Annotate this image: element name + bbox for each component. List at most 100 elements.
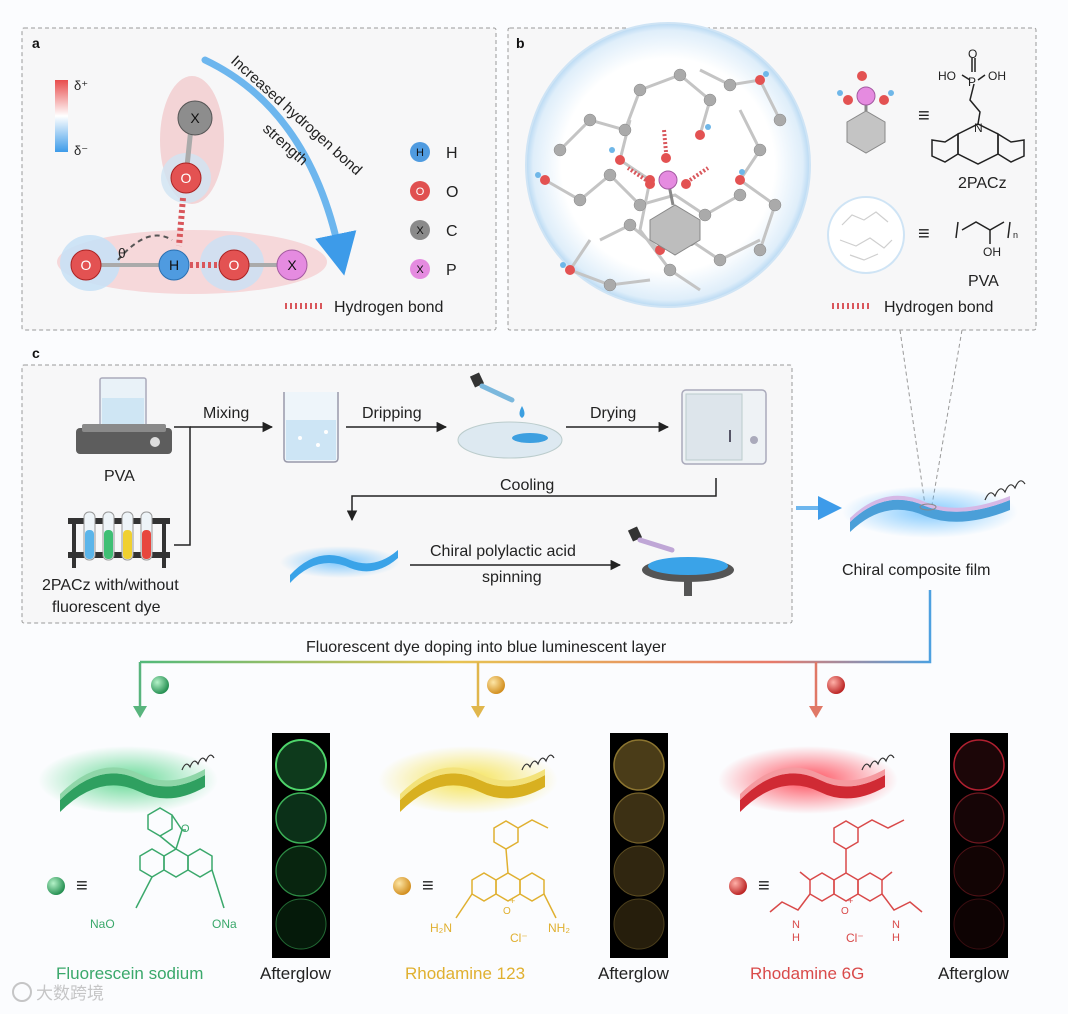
watermark: 大数跨境 [12,982,104,1003]
hotplate-with-beaker-icon [76,377,172,454]
spinning-label-1: Chiral polylactic acid [430,543,576,560]
panel-a: a δ⁺ δ⁻ Increased hydrogen bond strength… [21,27,497,331]
svg-text:X: X [416,225,424,237]
cooling-label: Cooling [500,477,554,494]
atom-o-right [218,249,250,281]
atom-h-center [158,249,190,281]
svg-text:+: + [510,896,515,906]
composite-label: Chiral composite film [842,562,990,579]
svg-text:OH: OH [983,245,1001,259]
afterglow-label-3: Afterglow [938,964,1010,983]
svg-text:≡: ≡ [76,875,88,897]
yellow-film-icon [378,746,558,814]
svg-text:O: O [841,906,849,917]
pva-structure [955,221,1011,244]
svg-text:O: O [81,257,92,273]
spinning-label-2: spinning [482,569,542,586]
svg-text:O: O [181,823,190,835]
mixing-label: Mixing [203,405,249,422]
svg-text:N: N [792,919,800,931]
afterglow-strip-red [950,733,1008,958]
rhodamine-6g-structure [769,819,923,913]
svg-text:N: N [974,121,983,135]
afterglow-strip-green [272,733,330,958]
panel-c: c PVA 2PACz with/without fluores [21,345,793,624]
svg-text:H: H [892,932,900,944]
svg-text:O: O [968,47,977,61]
beaker-icon [283,392,339,463]
svg-text:O: O [503,906,511,917]
svg-text:H: H [416,147,424,159]
afterglow-label-1: Afterglow [260,964,332,983]
panel-c-label: c [32,345,40,361]
svg-text:+: + [848,896,853,906]
delta-plus-label: δ⁺ [74,78,88,93]
dye-name-rhodamine-123: Rhodamine 123 [405,964,525,983]
rhodamine-123-structure [455,819,557,919]
atom-o-left [70,249,102,281]
panel-a-label: a [32,35,40,51]
dripping-label: Dripping [362,405,422,422]
angle-theta: θ [118,245,126,261]
svg-text:大数跨境: 大数跨境 [36,984,104,1003]
green-film-icon [38,746,218,814]
atom-o-top [170,162,202,194]
svg-text:N: N [892,919,900,931]
svg-text:X: X [416,264,424,276]
red-film-icon [718,746,898,814]
light-wave-icon [984,480,1026,501]
svg-text:O: O [181,170,192,186]
svg-text:O: O [229,257,240,273]
test-tubes-icon [68,511,170,568]
strength-curved-arrow [201,56,357,276]
phosphorus-atom [658,170,678,190]
yellow-dye-ball-icon [487,676,505,694]
pva-label: PVA [104,468,135,485]
doping-label: Fluorescent dye doping into blue lumines… [306,639,667,656]
dye-label-2: fluorescent dye [52,599,161,616]
hbond-legend-a: Hydrogen bond [334,299,443,316]
dye-name-rhodamine-6g: Rhodamine 6G [750,964,864,983]
svg-text:≡: ≡ [758,875,770,897]
charge-scale-bar [55,80,68,152]
svg-text:P: P [446,262,457,279]
drying-label: Drying [590,405,636,422]
afterglow-strip-yellow [610,733,668,958]
svg-text:ONa: ONa [212,917,237,931]
atom-x-right [276,249,308,281]
delta-minus-label: δ⁻ [74,143,88,158]
svg-text:X: X [287,257,297,273]
molecular-sphere [525,22,811,308]
2pacz-structure [931,58,1025,165]
panel-b: b [507,22,1037,331]
oven-icon [681,389,767,465]
equiv-pva: ≡ [918,223,930,245]
svg-text:NaO: NaO [90,917,115,931]
svg-text:H₂N: H₂N [430,921,452,935]
svg-text:P: P [968,75,976,89]
hbond-legend-b: Hydrogen bond [884,299,993,316]
pva-name: PVA [968,273,999,290]
dye-name-fluorescein: Fluorescein sodium [56,964,203,983]
svg-text:H: H [446,145,458,162]
red-dye-ball-icon [827,676,845,694]
svg-text:X: X [190,110,200,126]
pva-mini-sphere [827,196,905,274]
svg-text:O: O [416,186,425,198]
svg-text:H: H [792,932,800,944]
svg-text:C: C [446,223,458,240]
svg-text:H: H [169,257,179,273]
svg-text:HO: HO [938,69,956,83]
atom-legend: H H O O X C X P [410,142,458,279]
spin-coater-icon [627,526,734,596]
svg-text:n: n [1013,230,1018,240]
afterglow-label-2: Afterglow [598,964,670,983]
panel-b-label: b [516,35,525,51]
chiral-composite-film-icon [842,480,1026,538]
svg-text:NH₂: NH₂ [548,921,570,935]
blue-film-icon [280,546,400,583]
2pacz-name: 2PACz [958,175,1007,192]
dropper-dish-icon [457,372,563,459]
